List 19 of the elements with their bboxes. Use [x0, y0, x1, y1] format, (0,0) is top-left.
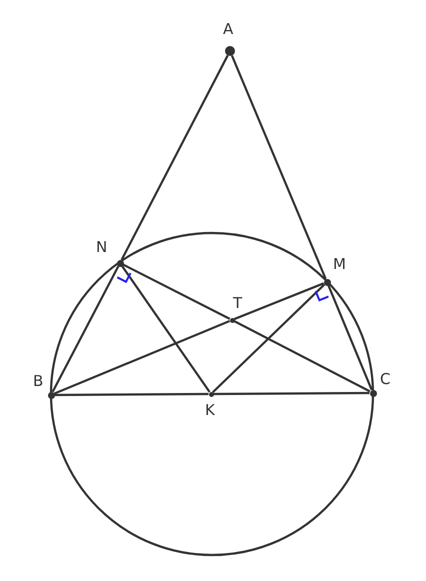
- point-label: K: [205, 402, 215, 418]
- line-segment: [230, 55, 327, 280]
- line-segment: [214, 392, 370, 396]
- point-label: C: [380, 371, 390, 387]
- line-segment: [327, 284, 373, 390]
- point-label: T: [233, 295, 242, 311]
- line-segment: [121, 265, 210, 393]
- line-segment: [120, 54, 229, 260]
- point-label: B: [33, 373, 44, 389]
- point-label: M: [333, 256, 346, 272]
- line-segment: [122, 264, 230, 320]
- line-segment: [54, 320, 230, 395]
- line-segment: [52, 266, 120, 392]
- line-segment: [54, 392, 208, 396]
- line-segment: [212, 284, 326, 394]
- point-label: N: [96, 239, 108, 255]
- line-segment: [234, 320, 370, 392]
- point-label: A: [223, 21, 234, 37]
- line-segment: [234, 282, 324, 320]
